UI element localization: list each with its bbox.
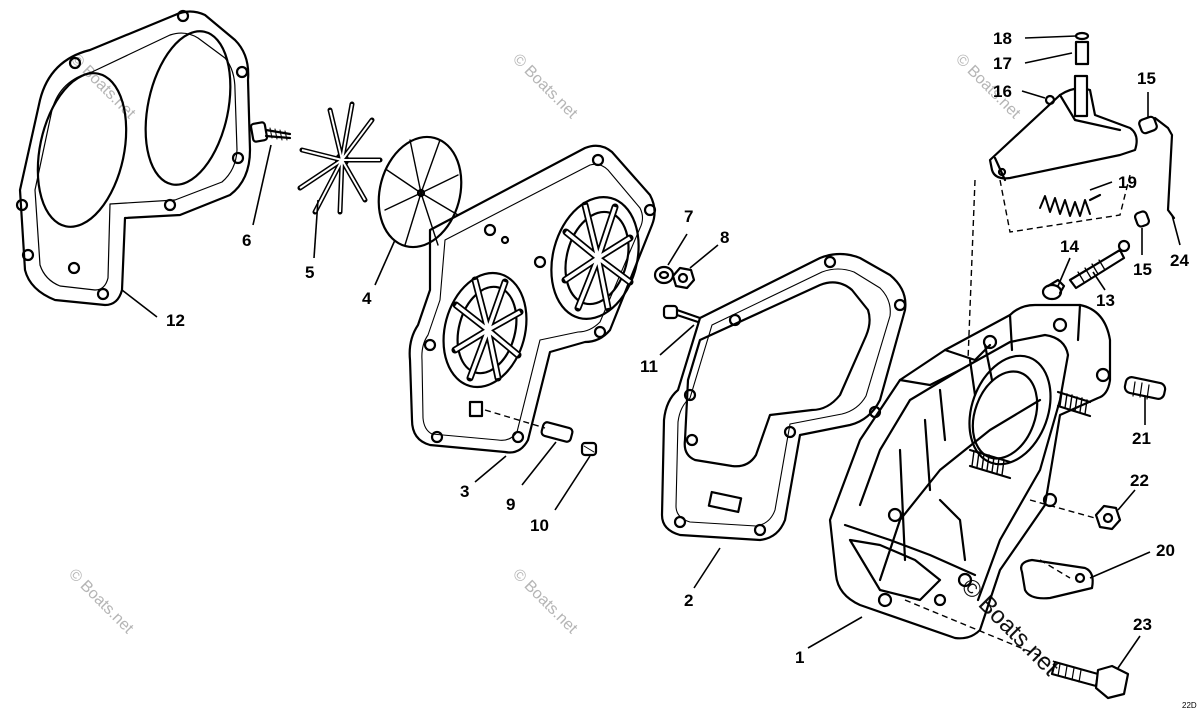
callout-5: 5: [305, 263, 314, 282]
part-21-bolt: [1123, 376, 1167, 400]
callout-11: 11: [640, 357, 658, 376]
alignment-line: [484, 409, 546, 429]
callout-13: 13: [1096, 291, 1115, 310]
part-3-pump-plate: [408, 144, 657, 454]
callout-7: 7: [684, 207, 693, 226]
callout-10: 10: [530, 516, 549, 535]
part-11-screw: [662, 304, 702, 324]
part-17-pin: [1074, 40, 1090, 66]
part-14-fitting: [1041, 278, 1066, 301]
callout-9: 9: [506, 495, 515, 514]
callout-15-lower: 15: [1133, 260, 1152, 279]
watermark: © Boats.net: [952, 51, 1024, 123]
part-7-washer: [653, 265, 675, 285]
callout-19: 19: [1118, 173, 1137, 192]
part-24-rod: [1153, 116, 1176, 220]
callouts: 1 2 3 4 5 6 7 8 9 10 11 12 13 14 15 15 1: [121, 29, 1189, 669]
part-2-gasket: [660, 252, 907, 542]
part-19-spring: [1039, 193, 1102, 217]
stud-lower: [968, 448, 1012, 480]
watermark: © Boats.net: [509, 566, 581, 638]
callout-22: 22: [1130, 471, 1149, 490]
stud-upper: [1056, 390, 1092, 418]
alignment-lines: [904, 174, 1131, 665]
part-20-clamp: [1020, 558, 1094, 600]
callout-17: 17: [993, 54, 1012, 73]
watermarks: © Boats.net © Boats.net © Boats.net © Bo…: [65, 51, 1064, 682]
callout-18: 18: [993, 29, 1012, 48]
part-4-valve-disc: [377, 135, 463, 249]
callout-1: 1: [795, 648, 804, 667]
part-23-bolt: [1050, 660, 1130, 700]
part-12-gasket: [15, 9, 252, 307]
callout-12: 12: [166, 311, 185, 330]
callout-21: 21: [1132, 429, 1151, 448]
callout-3: 3: [460, 482, 469, 501]
part-15-nut-upper: [1138, 115, 1158, 135]
callout-2: 2: [684, 591, 693, 610]
callout-16: 16: [993, 82, 1012, 101]
part-16-linkage-arm: [988, 74, 1138, 182]
watermark: © Boats.net: [65, 566, 137, 638]
part-6-screw: [249, 121, 292, 143]
part-5-impeller-vanes: [297, 101, 383, 215]
part-1-housing: [828, 303, 1112, 640]
callout-14: 14: [1060, 237, 1079, 256]
callout-20: 20: [1156, 541, 1175, 560]
callout-4: 4: [362, 289, 372, 308]
corner-code: 22D: [1182, 701, 1197, 710]
part-10-screw: [580, 441, 598, 457]
part-15-nut-lower: [1133, 210, 1151, 228]
callout-15-upper: 15: [1137, 69, 1156, 88]
watermark: © Boats.net: [67, 51, 139, 123]
callout-23: 23: [1133, 615, 1152, 634]
part-9-sleeve: [540, 421, 574, 443]
watermark: © Boats.net: [509, 51, 581, 123]
part-8-nut: [671, 266, 696, 290]
callout-8: 8: [720, 228, 729, 247]
part-13-fitting: [1068, 239, 1131, 290]
callout-6: 6: [242, 231, 251, 250]
callout-24: 24: [1170, 251, 1189, 270]
part-22-nut: [1094, 504, 1122, 531]
part-18-clip: [1074, 31, 1090, 41]
